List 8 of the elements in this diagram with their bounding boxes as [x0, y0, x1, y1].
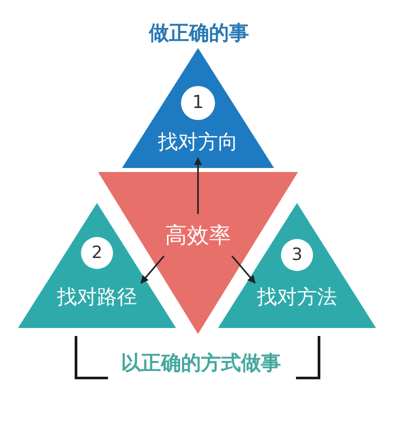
- heading-label: 做正确的事: [149, 22, 249, 44]
- step-label: 找对方法: [257, 286, 337, 308]
- step-label: 高效率: [165, 223, 231, 249]
- step-triangle: [122, 48, 274, 168]
- step-label: 找对方向: [158, 130, 238, 154]
- arrow: [194, 157, 202, 214]
- caption-label: 以正确的方式做事: [121, 352, 281, 374]
- step-label: 找对路径: [57, 286, 137, 308]
